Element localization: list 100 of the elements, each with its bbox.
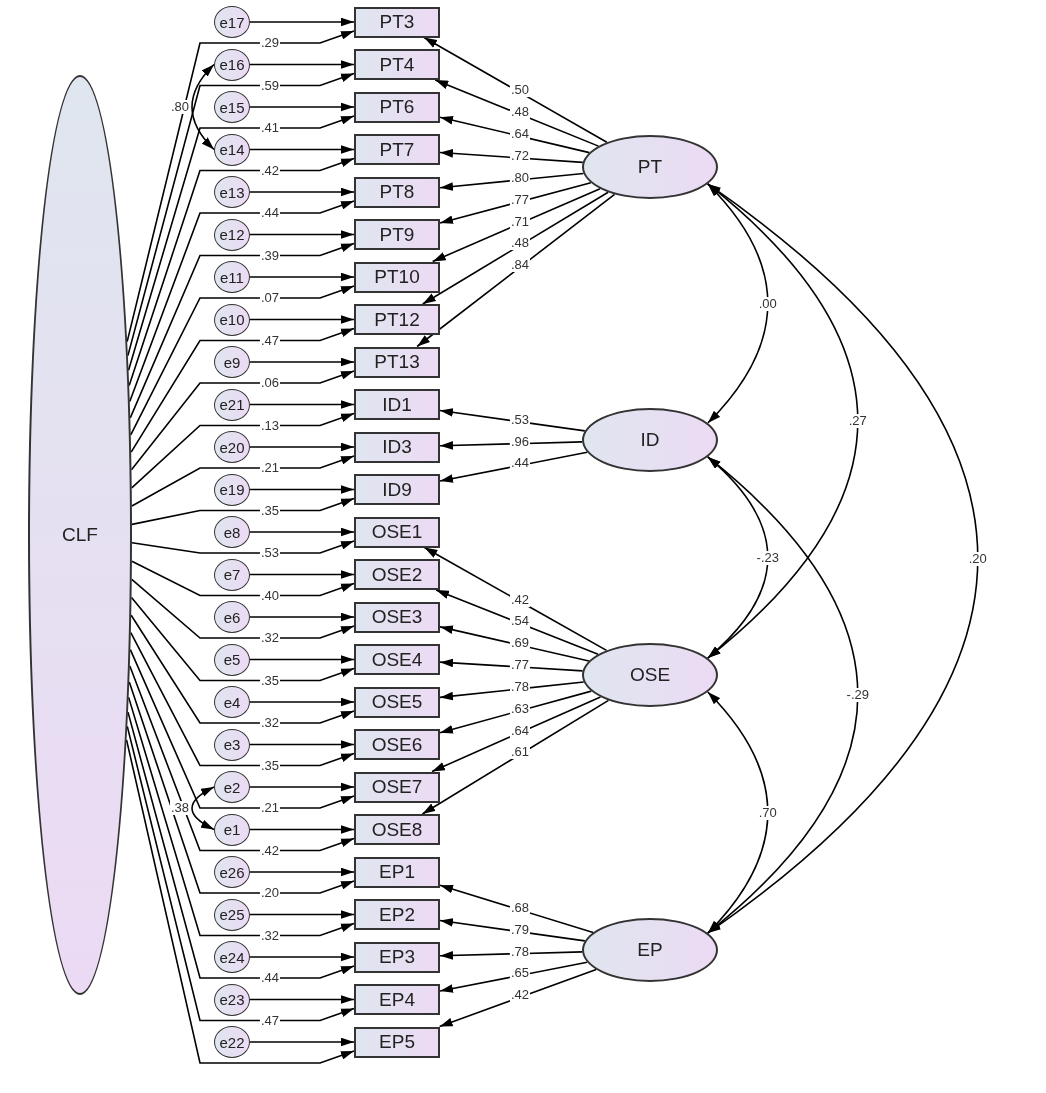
loading-value: .21: [259, 461, 281, 475]
latent-variable-ellipse: ID: [582, 408, 718, 472]
path-arrow: [423, 36, 608, 144]
error-term-circle: e21: [214, 388, 250, 421]
path-arrow: [249, 102, 355, 112]
loading-value: .20: [259, 886, 281, 900]
observed-variable-box: PT3: [354, 6, 440, 38]
path-arrow: [249, 357, 355, 367]
edge-label: .42: [509, 592, 531, 607]
path-arrow: [438, 968, 597, 1028]
loading-value: .42: [259, 843, 281, 858]
observed-variable-box: OSE5: [354, 686, 440, 718]
error-term-circle: e24: [214, 941, 250, 973]
path-arrow: [131, 560, 355, 597]
path-arrow: [125, 739, 355, 1064]
path-arrow: [249, 995, 355, 1004]
edge-label: .71: [509, 214, 531, 229]
loading-value: .35: [259, 503, 281, 518]
path-arrow: [127, 696, 355, 937]
loading-value: .39: [259, 248, 281, 263]
observed-variable-box: PT7: [354, 134, 440, 165]
path-arrow: [131, 455, 355, 507]
path-arrow: [249, 867, 355, 877]
path-arrow: [130, 578, 355, 639]
path-arrow: [249, 485, 355, 494]
path-arrow: [249, 612, 355, 622]
error-term-circle: e10: [214, 303, 250, 336]
loading-value: .21: [259, 801, 281, 815]
path-arrow: [439, 961, 588, 993]
path-arrow: [249, 442, 355, 452]
path-arrow: [423, 546, 608, 652]
edge-label: .48: [509, 105, 531, 120]
path-arrow: [249, 145, 355, 154]
edge-label: .42: [509, 988, 531, 1003]
path-arrow: [249, 952, 355, 962]
covariance-arrow: [707, 456, 859, 934]
edge-label: .38: [169, 801, 191, 816]
path-arrow: [439, 658, 584, 672]
covariance-arrow: [707, 691, 769, 934]
latent-variable-ellipse: PT: [582, 135, 718, 199]
path-arrow: [127, 115, 355, 372]
error-term-circle: e4: [214, 686, 250, 718]
observed-variable-box: ID3: [354, 431, 440, 463]
observed-variable-box: OSE6: [354, 729, 440, 760]
path-arrow: [249, 17, 355, 27]
path-arrow: [130, 596, 355, 682]
path-arrow: [249, 1037, 355, 1047]
path-arrow: [249, 230, 355, 239]
observed-variable-box: OSE1: [354, 516, 440, 548]
path-arrow: [439, 172, 585, 191]
edge-label: .84: [509, 258, 531, 273]
observed-variable-box: OSE3: [354, 601, 440, 633]
path-arrow: [127, 72, 355, 357]
path-arrow: [131, 497, 355, 526]
error-term-circle: e2: [214, 771, 250, 803]
path-arrow: [249, 187, 355, 197]
path-arrow: [439, 182, 592, 224]
path-arrow: [439, 681, 585, 701]
loading-value: .06: [259, 376, 281, 390]
path-arrow: [249, 527, 355, 537]
path-arrow: [439, 441, 583, 450]
loading-value: .53: [259, 546, 281, 560]
edge-label: .64: [509, 723, 531, 738]
error-term-circle: e22: [214, 1026, 250, 1058]
edge-label: -.29: [845, 688, 870, 702]
path-arrow: [249, 400, 355, 409]
path-arrow: [131, 540, 355, 554]
edge-label: .69: [509, 636, 531, 651]
path-arrow: [435, 589, 599, 656]
edge-label: .96: [509, 434, 531, 449]
common-latent-factor-ellipse: CLF: [28, 75, 132, 995]
loading-value: .32: [259, 716, 281, 730]
error-term-circle: e16: [214, 48, 250, 81]
observed-variable-box: PT10: [354, 261, 440, 293]
path-arrow: [249, 782, 355, 792]
observed-variable-box: PT8: [354, 176, 440, 208]
loading-value: .59: [259, 78, 281, 93]
edge-label: .27: [847, 414, 868, 428]
edge-label: .54: [509, 614, 531, 629]
observed-variable-box: OSE4: [354, 644, 440, 675]
observed-variable-box: PT6: [354, 91, 440, 123]
edge-label: .00: [757, 296, 778, 311]
path-arrow: [130, 370, 355, 471]
loading-value: .29: [259, 36, 281, 50]
error-term-circle: e12: [214, 218, 250, 251]
observed-variable-box: PT4: [354, 49, 440, 80]
path-arrow: [439, 149, 584, 164]
covariance-arrow: [707, 183, 979, 934]
edge-label: .65: [509, 966, 531, 981]
error-term-circle: e25: [214, 898, 250, 931]
covariance-arrow: [191, 786, 215, 831]
edge-label: .79: [509, 922, 531, 937]
observed-variable-box: PT9: [354, 219, 440, 250]
path-arrow: [416, 193, 616, 348]
path-arrow: [249, 825, 355, 834]
loading-value: .47: [259, 333, 281, 348]
error-term-circle: e5: [214, 643, 250, 676]
observed-variable-box: OSE8: [354, 814, 440, 845]
error-term-circle: e19: [214, 473, 250, 506]
error-term-circle: e6: [214, 601, 250, 633]
